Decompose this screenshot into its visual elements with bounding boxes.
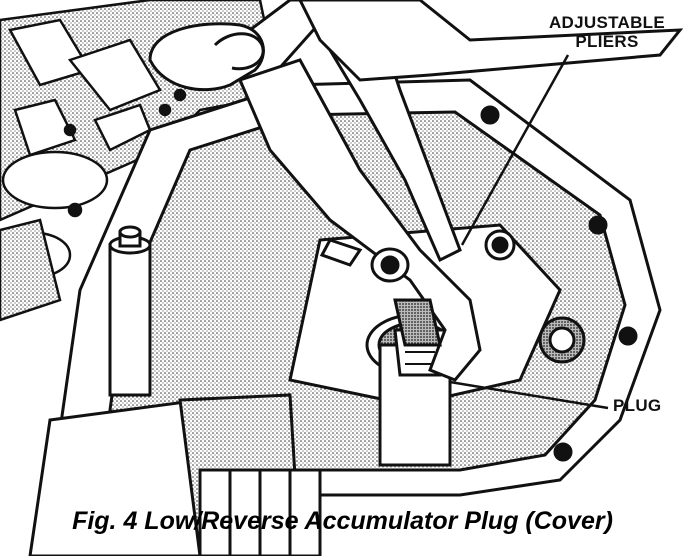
case-post — [108, 225, 152, 397]
hand — [148, 0, 684, 92]
callout-pliers-line1: ADJUSTABLE — [548, 13, 666, 32]
callout-pliers-line2: PLIERS — [575, 32, 639, 51]
lower-case-block — [28, 393, 322, 556]
callout-leader-lines — [449, 54, 609, 410]
transmission-case — [58, 78, 662, 497]
plug-callout: PLUG — [613, 396, 662, 415]
adjustable-pliers-callout: ADJUSTABLE PLIERS — [543, 13, 671, 51]
adjustable-pliers — [207, 0, 482, 382]
figure-caption: Fig. 4 Low/Reverse Accumulator Plug (Cov… — [72, 507, 613, 535]
